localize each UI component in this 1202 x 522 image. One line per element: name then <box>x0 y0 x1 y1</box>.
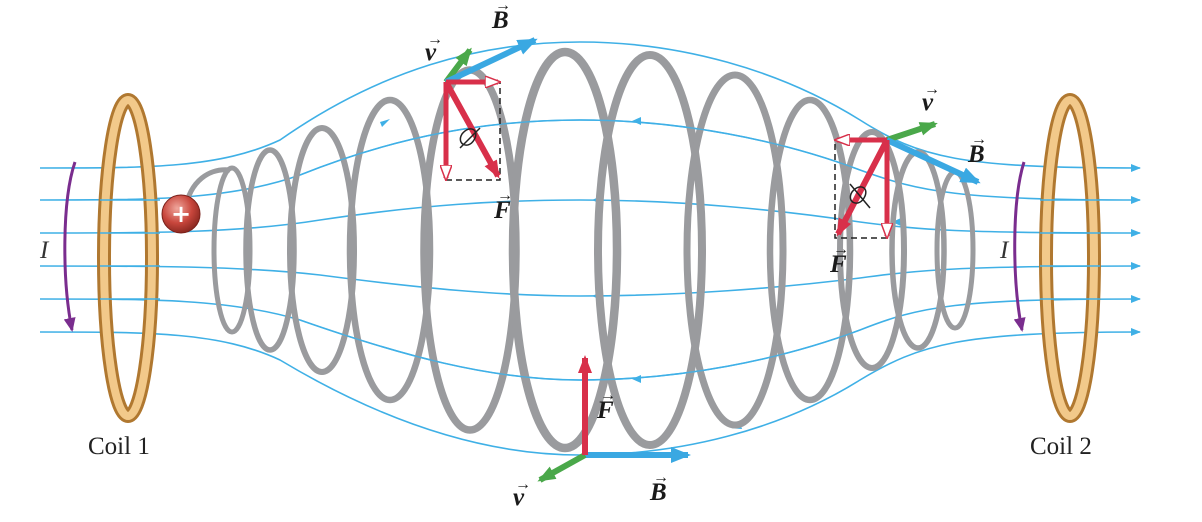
helix-loop <box>243 147 297 353</box>
vector-set-right: v → B → F → <box>829 81 987 278</box>
helix-loop <box>766 96 854 404</box>
field-symbol: B <box>649 479 667 506</box>
helix-loop <box>287 125 357 375</box>
velocity-symbol: v <box>425 39 437 66</box>
angle-mark-slash <box>459 127 481 149</box>
force-arrow-mark: → <box>833 241 849 258</box>
field-arrow-mark: → <box>495 0 511 14</box>
current-label-coil-1: I <box>39 237 50 264</box>
field-arrowhead <box>632 375 641 383</box>
vector-set-bottom: F → v → B → <box>513 355 691 511</box>
velocity-vector <box>537 452 587 483</box>
field-line <box>39 41 1141 172</box>
field-arrowhead <box>380 119 390 127</box>
field-arrowhead <box>892 218 901 226</box>
angle-mark <box>849 186 867 204</box>
current-label-coil-2: I <box>999 237 1010 264</box>
angle-mark-slash <box>849 183 871 209</box>
coil-2: I Coil 2 <box>999 93 1101 460</box>
current-arrow-coil-1 <box>63 161 77 332</box>
velocity-symbol: v <box>922 89 934 116</box>
field-vector <box>444 37 538 85</box>
helix-loop <box>683 71 787 429</box>
coil-1-ring-highlight <box>100 96 156 420</box>
field-line-front <box>299 119 861 176</box>
angle-mark <box>459 128 477 146</box>
current-arrow-coil-2 <box>1013 161 1026 332</box>
field-line-front <box>299 319 861 381</box>
velocity-arrow-mark: → <box>515 476 531 493</box>
field-symbol: B <box>967 141 985 168</box>
helix-loop <box>837 129 907 371</box>
velocity-vector <box>443 47 473 84</box>
force-symbol: F <box>829 251 847 278</box>
coil-1: I Coil 1 <box>39 93 160 460</box>
field-arrow-mark: → <box>653 469 669 486</box>
field-lines-foreground <box>299 119 861 381</box>
coil-2-ring-highlight <box>1042 96 1098 420</box>
force-symbol: F <box>596 397 614 424</box>
charge-symbol: + <box>171 200 191 228</box>
helix-loop <box>346 96 434 404</box>
charge-sphere <box>161 194 201 234</box>
field-vector <box>885 137 981 185</box>
positive-charge: + <box>161 194 201 234</box>
field-line <box>39 199 1141 237</box>
force-arrow-mark: → <box>497 187 513 204</box>
field-direction-markers <box>380 117 901 430</box>
field-arrowhead <box>632 117 641 125</box>
field-arrow-mark: → <box>971 131 987 148</box>
helical-trajectory <box>182 47 976 453</box>
field-line <box>39 262 1141 297</box>
force-arrow-mark: → <box>600 387 616 404</box>
helix-loop <box>508 47 622 453</box>
velocity-arrow-mark: → <box>924 81 940 98</box>
velocity-arrow-mark: → <box>427 31 443 48</box>
force-symbol: F <box>493 197 511 224</box>
field-line <box>39 328 1141 456</box>
helix-loop <box>594 51 706 449</box>
velocity-symbol: v <box>513 484 525 511</box>
helix-loop <box>211 165 253 335</box>
coil-2-label: Coil 2 <box>1030 433 1092 460</box>
vector-set-top: v → B → F → <box>425 0 538 224</box>
velocity-vector <box>886 121 938 143</box>
field-symbol: B <box>491 7 509 34</box>
coil-1-label: Coil 1 <box>88 433 150 460</box>
